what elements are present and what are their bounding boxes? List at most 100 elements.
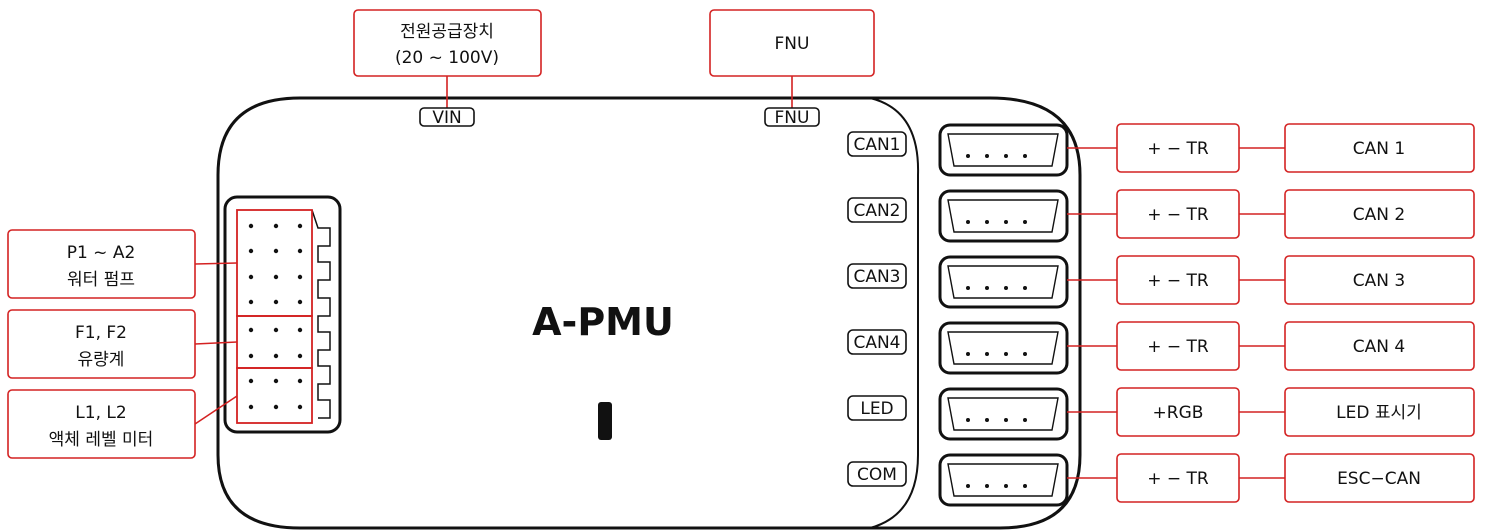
port-pin [1023, 154, 1027, 158]
signal-label: +RGB [1153, 403, 1204, 423]
port-pin [1023, 352, 1027, 356]
left-callout-line1: P1 ~ A2 [67, 243, 136, 263]
header-pin [297, 327, 303, 333]
target-label: ESC−CAN [1337, 469, 1421, 489]
header-pin [297, 274, 303, 280]
port-pin [1004, 286, 1008, 290]
signal-label: + − TR [1147, 139, 1209, 159]
header-pin [297, 404, 303, 410]
target-label: CAN 3 [1353, 271, 1405, 291]
port-connector [938, 255, 1069, 309]
target-label: LED 표시기 [1336, 403, 1422, 423]
port-pin [985, 484, 989, 488]
port-connector-inner [947, 463, 1059, 497]
device-body [216, 96, 1082, 530]
port-connector-inner [947, 397, 1059, 431]
port-pin [966, 352, 970, 356]
vin-port [419, 107, 475, 127]
device-title: A-PMU [532, 300, 674, 344]
header-pin [248, 327, 254, 333]
port-connector [938, 387, 1069, 441]
header-pin [273, 299, 279, 305]
left-callout-line1: L1, L2 [75, 403, 126, 423]
port-tag-label: LED [860, 399, 893, 419]
vin-port-label: VIN [432, 108, 461, 128]
header-pin [273, 378, 279, 384]
target-label: CAN 1 [1353, 139, 1405, 159]
signal-label: + − TR [1147, 337, 1209, 357]
port-tag-label: COM [857, 465, 897, 485]
header-pin [248, 274, 254, 280]
header-latch-profile [311, 209, 331, 419]
port-pin [1023, 286, 1027, 290]
port-pin [1004, 418, 1008, 422]
target-box [1284, 453, 1475, 503]
port-connector-inner [947, 265, 1059, 299]
port-tag [847, 461, 907, 487]
left-connector-line [194, 341, 238, 345]
pin-header-block [223, 195, 342, 434]
port-tag-label: CAN1 [853, 135, 900, 155]
header-pin [297, 248, 303, 254]
port-pin [966, 484, 970, 488]
port-connector [938, 453, 1069, 507]
header-pin [273, 404, 279, 410]
left-connector-line [194, 262, 238, 265]
left-callout-line2: 워터 펌프 [67, 270, 135, 290]
header-pin [297, 223, 303, 229]
fnu-port-label: FNU [775, 108, 810, 128]
port-tag-label: CAN2 [853, 201, 900, 221]
port-pin [1023, 220, 1027, 224]
target-box [1284, 387, 1475, 437]
port-connector-inner [947, 199, 1059, 233]
port-pin [1004, 220, 1008, 224]
status-indicator [598, 402, 612, 440]
header-pin [248, 223, 254, 229]
port-pin [966, 286, 970, 290]
port-tag-label: CAN3 [853, 267, 900, 287]
port-connector [938, 189, 1069, 243]
header-pin [297, 299, 303, 305]
fnu-port [764, 107, 820, 127]
header-pins [248, 223, 303, 410]
target-box [1284, 255, 1475, 305]
port-connector-inner [947, 133, 1059, 167]
header-pin [273, 353, 279, 359]
left-connector-line [194, 395, 238, 425]
port-connector-inner [947, 331, 1059, 365]
header-pin [248, 404, 254, 410]
port-pin [1023, 418, 1027, 422]
header-pin [248, 353, 254, 359]
port-pin [1004, 352, 1008, 356]
header-pin [248, 299, 254, 305]
vin-callout-line2: (20 ~ 100V) [395, 48, 499, 68]
port-connector [938, 123, 1069, 177]
left-callout-line2: 유량계 [78, 350, 125, 370]
header-pin [248, 378, 254, 384]
port-pin [966, 418, 970, 422]
port-tag-label: CAN4 [853, 333, 900, 353]
target-box [1284, 189, 1475, 239]
port-pin [985, 418, 989, 422]
port-tag [847, 197, 907, 223]
port-pin [985, 352, 989, 356]
header-pin [273, 248, 279, 254]
vin-callout-line1: 전원공급장치 [400, 22, 494, 42]
port-pin [1023, 484, 1027, 488]
port-pin [985, 286, 989, 290]
port-tag [847, 395, 907, 421]
port-tag [847, 263, 907, 289]
header-pin [273, 327, 279, 333]
port-pin [985, 220, 989, 224]
port-tag [847, 131, 907, 157]
port-pin [966, 220, 970, 224]
signal-label: + − TR [1147, 271, 1209, 291]
target-label: CAN 4 [1353, 337, 1405, 357]
left-callout-line1: F1, F2 [75, 323, 127, 343]
port-pin [966, 154, 970, 158]
header-pin [297, 353, 303, 359]
signal-label: + − TR [1147, 205, 1209, 225]
port-tag [847, 329, 907, 355]
